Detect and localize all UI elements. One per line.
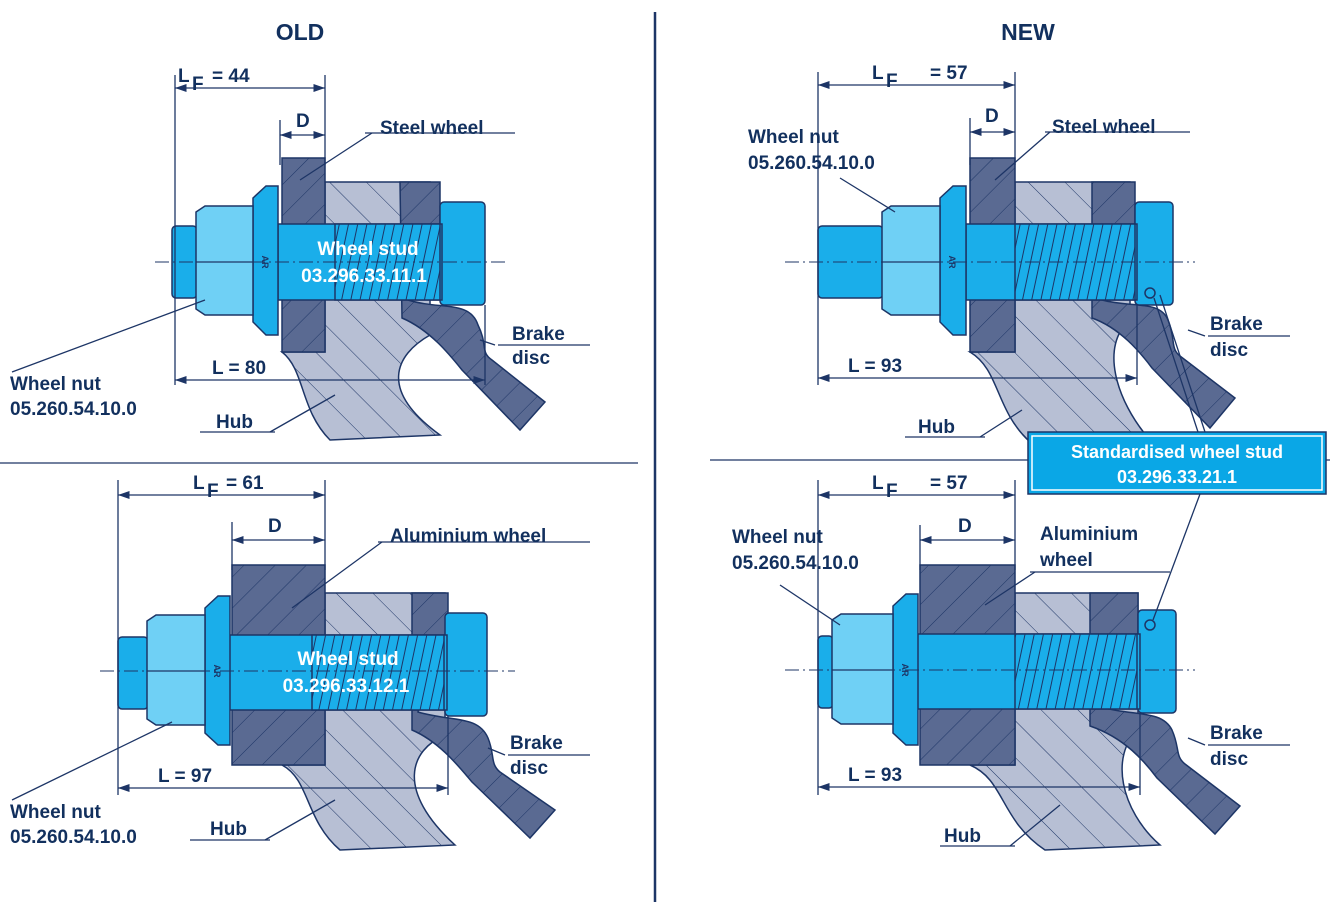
old-alu-stud-tip bbox=[117, 636, 149, 710]
new-alu-stud-tip bbox=[817, 635, 834, 709]
new-steel-nut-mark: AR bbox=[947, 256, 957, 269]
old-alu-stud-thread bbox=[311, 634, 445, 711]
new-alu-stud-thread bbox=[1014, 633, 1138, 710]
new-alu-nut-hex bbox=[831, 613, 894, 725]
old-steel-stud-head bbox=[439, 201, 486, 306]
old-alu-lf-value: = 61 bbox=[226, 473, 264, 494]
old-alu-assembly: AR bbox=[11, 480, 590, 851]
old-alu-nut-label-1: Wheel nut bbox=[10, 802, 101, 823]
old-steel-disc-label-2: disc bbox=[512, 348, 550, 369]
new-alu-stud-callout-dot bbox=[1144, 619, 1156, 631]
old-steel-nut-hex bbox=[195, 205, 254, 316]
old-alu-stud-head bbox=[444, 612, 488, 717]
new-steel-disc-label-2: disc bbox=[1210, 340, 1248, 361]
old-alu-l-label: L = 97 bbox=[158, 766, 212, 787]
old-steel-disc-label-1: Brake bbox=[512, 324, 565, 345]
new-steel-d-label: D bbox=[985, 106, 999, 127]
new-alu-l-label: L = 93 bbox=[848, 765, 902, 786]
new-alu-lf-sub: F bbox=[886, 481, 898, 502]
new-steel-stud-callout-dot bbox=[1144, 287, 1156, 299]
old-steel-assembly: AR bbox=[11, 75, 590, 441]
old-alu-stud-name: Wheel stud bbox=[297, 649, 398, 670]
old-steel-stud-number: 03.296.33.11.1 bbox=[301, 266, 427, 287]
new-steel-lf-letter: L bbox=[872, 63, 884, 84]
new-steel-disc-label-1: Brake bbox=[1210, 314, 1263, 335]
new-alu-lf-letter: L bbox=[872, 473, 884, 494]
new-steel-lf-value: = 57 bbox=[930, 63, 968, 84]
old-steel-nut-label-2: 05.260.54.10.0 bbox=[10, 399, 137, 420]
callout-name: Standardised wheel stud bbox=[1071, 442, 1283, 462]
new-steel-wheel-label: Steel wheel bbox=[1052, 117, 1156, 138]
old-alu-nut-flange bbox=[204, 595, 231, 746]
old-steel-lf-value: = 44 bbox=[212, 66, 250, 87]
new-steel-nut-flange bbox=[939, 185, 967, 336]
old-steel-nut-label-1: Wheel nut bbox=[10, 374, 101, 395]
new-steel-hub-label: Hub bbox=[918, 417, 955, 438]
new-alu-nut-label-2: 05.260.54.10.0 bbox=[732, 553, 859, 574]
old-steel-stud-name: Wheel stud bbox=[317, 239, 418, 260]
old-alu-nut-mark: AR bbox=[212, 665, 222, 678]
old-alu-stud-number: 03.296.33.12.1 bbox=[283, 676, 410, 697]
old-alu-nut-label-2: 05.260.54.10.0 bbox=[10, 827, 137, 848]
old-steel-lf-sub: F bbox=[192, 74, 204, 95]
new-steel-brake-disc bbox=[1091, 181, 1237, 430]
old-alu-lf-sub: F bbox=[207, 481, 219, 502]
old-steel-hub-label: Hub bbox=[216, 412, 253, 433]
standardised-stud-callout bbox=[1027, 431, 1327, 495]
new-alu-brake-disc bbox=[1089, 592, 1242, 836]
new-alu-stud-head bbox=[1137, 609, 1177, 714]
new-steel-nut-label-2: 05.260.54.10.0 bbox=[748, 153, 875, 174]
new-alu-disc-label-2: disc bbox=[1210, 749, 1248, 770]
old-steel-nut-flange bbox=[252, 185, 279, 336]
new-alu-d-label: D bbox=[958, 516, 972, 537]
old-steel-l-label: L = 80 bbox=[212, 358, 266, 379]
new-alu-wheel-label-2: wheel bbox=[1039, 550, 1093, 571]
old-alu-disc-label-1: Brake bbox=[510, 733, 563, 754]
callout-box bbox=[1027, 431, 1327, 495]
old-steel-wheel-label: Steel wheel bbox=[380, 118, 484, 139]
callout-number: 03.296.33.21.1 bbox=[1117, 467, 1237, 487]
new-alu-wheel-label-1: Aluminium bbox=[1040, 524, 1138, 545]
new-alu-nut-label-1: Wheel nut bbox=[732, 527, 823, 548]
old-alu-d-label: D bbox=[268, 516, 282, 537]
old-alu-wheel-label: Aluminium wheel bbox=[390, 526, 546, 547]
new-steel-lf-sub: F bbox=[886, 71, 898, 92]
old-alu-disc-label-2: disc bbox=[510, 758, 548, 779]
old-steel-d-label: D bbox=[296, 111, 310, 132]
new-alu-assembly: AR bbox=[779, 480, 1290, 851]
old-alu-lf-letter: L bbox=[193, 473, 205, 494]
new-steel-nut-hex bbox=[881, 205, 941, 316]
new-alu-hub-label: Hub bbox=[944, 826, 981, 847]
old-title: OLD bbox=[276, 19, 325, 45]
new-steel-l-label: L = 93 bbox=[848, 356, 902, 377]
old-alu-hub-label: Hub bbox=[210, 819, 247, 840]
new-title: NEW bbox=[1001, 19, 1055, 45]
old-alu-nut-hex bbox=[146, 614, 206, 726]
new-alu-lf-value: = 57 bbox=[930, 473, 968, 494]
old-steel-lf-letter: L bbox=[178, 66, 190, 87]
new-steel-nut-label-1: Wheel nut bbox=[748, 127, 839, 148]
new-steel-assembly: AR bbox=[785, 72, 1290, 443]
new-alu-disc-label-1: Brake bbox=[1210, 723, 1263, 744]
